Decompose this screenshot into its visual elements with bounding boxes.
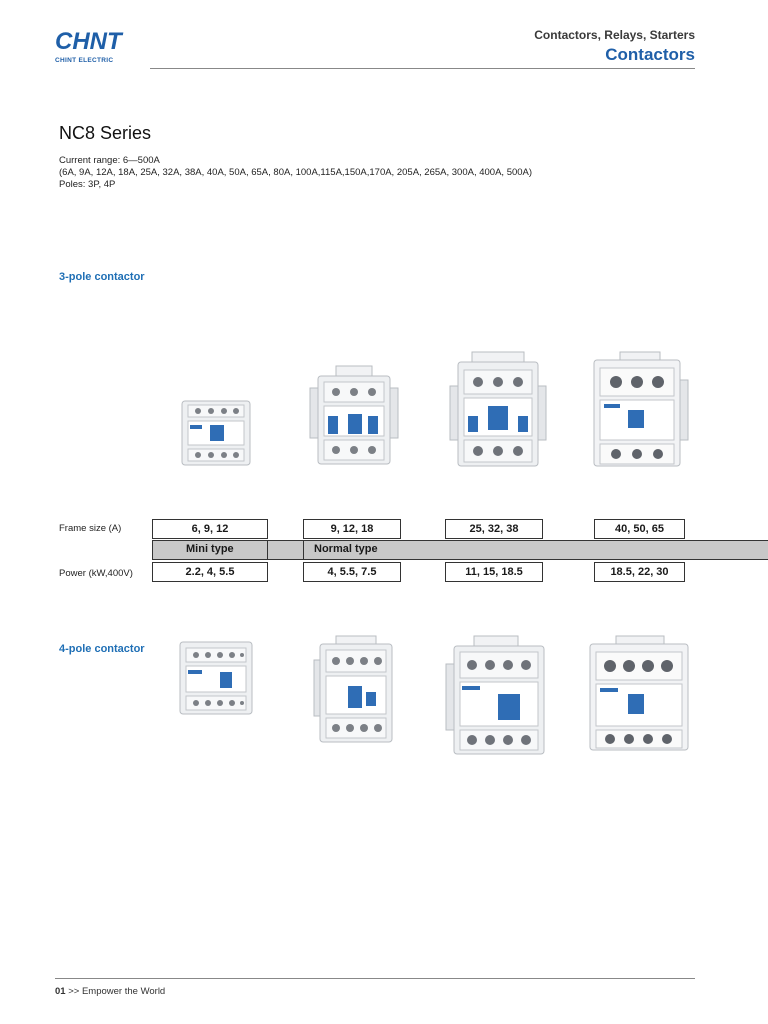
footer-separator: >> [68,986,80,997]
power-cell: 11, 15, 18.5 [445,562,543,582]
frame-size-cell: 25, 32, 38 [445,519,543,539]
normal-type-label: Normal type [314,543,378,555]
frame-size-cell: 6, 9, 12 [152,519,268,539]
type-divider [303,540,304,560]
page-section-title: Contactors [605,45,695,64]
power-label: Power (kW,400V) [59,568,133,579]
frame-size-label: Frame size (A) [59,523,122,534]
chint-logo: CHNT CHINT ELECTRIC [55,28,147,65]
contactor-3p-normal-medium-image [448,350,548,468]
type-bar [152,540,768,560]
current-range: Current range: 6—500A [59,155,160,166]
contactor-4p-normal-medium-image [444,634,548,756]
power-cell: 18.5, 22, 30 [594,562,685,582]
four-pole-heading: 4-pole contactor [59,643,145,655]
contactor-3p-normal-small-image [306,364,402,468]
current-ratings: (6A, 9A, 12A, 18A, 25A, 32A, 38A, 40A, 5… [59,167,533,178]
contactor-3p-normal-large-image [590,350,690,468]
category-label: Contactors, Relays, Starters [534,28,695,42]
type-divider [152,540,153,560]
mini-type-label: Mini type [186,543,234,555]
three-pole-heading: 3-pole contactor [59,271,145,283]
frame-size-cell: 9, 12, 18 [303,519,401,539]
type-divider [267,540,268,560]
footer-tagline: Empower the World [81,986,166,997]
power-cell: 2.2, 4, 5.5 [152,562,268,582]
power-cell: 4, 5.5, 7.5 [303,562,401,582]
contactor-4p-normal-small-image [312,634,396,744]
contactor-3p-mini-image [178,397,254,469]
footer-divider [55,978,695,979]
footer: 01 >> Empower the World [55,986,165,997]
logo-subtitle: CHINT ELECTRIC [55,57,114,64]
contactor-4p-mini-image [176,638,256,718]
poles-info: Poles: 3P, 4P [59,179,116,190]
frame-size-cell: 40, 50, 65 [594,519,685,539]
contactor-4p-normal-large-image [588,634,692,752]
page-number: 01 [55,986,66,997]
logo-mark: CHNT [55,28,122,55]
header-divider [150,68,695,69]
series-title: NC8 Series [59,123,152,143]
